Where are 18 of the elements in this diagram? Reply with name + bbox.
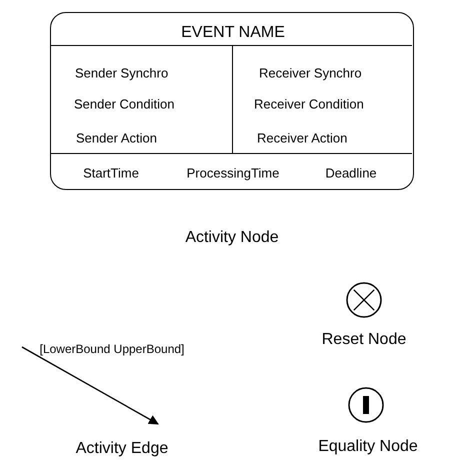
equality-node-circle (348, 387, 384, 423)
node-caption: Activity Node (185, 230, 279, 246)
time-text: ProcessingTime (186, 166, 280, 180)
compartment-text: Sender Action (76, 132, 157, 144)
node-caption: Reset Node (322, 332, 406, 348)
activity-node-box (50, 12, 414, 190)
compartment-text: Sender Synchro (75, 66, 168, 80)
compartment-text: Receiver Action (257, 132, 348, 144)
compartment-text: Receiver Synchro (259, 66, 362, 80)
reset-node-circle (346, 282, 382, 318)
time-text: StartTime (83, 166, 139, 180)
bound-text: [LowerBound UpperBound] (40, 343, 184, 355)
caption-text: Activity Edge (76, 441, 168, 457)
compartment-text: Sender Condition (74, 98, 174, 110)
node-title: EVENT NAME (181, 25, 285, 41)
compartment-text: Receiver Condition (254, 98, 364, 110)
node-caption: Equality Node (318, 439, 418, 455)
time-text: Deadline (325, 166, 377, 180)
